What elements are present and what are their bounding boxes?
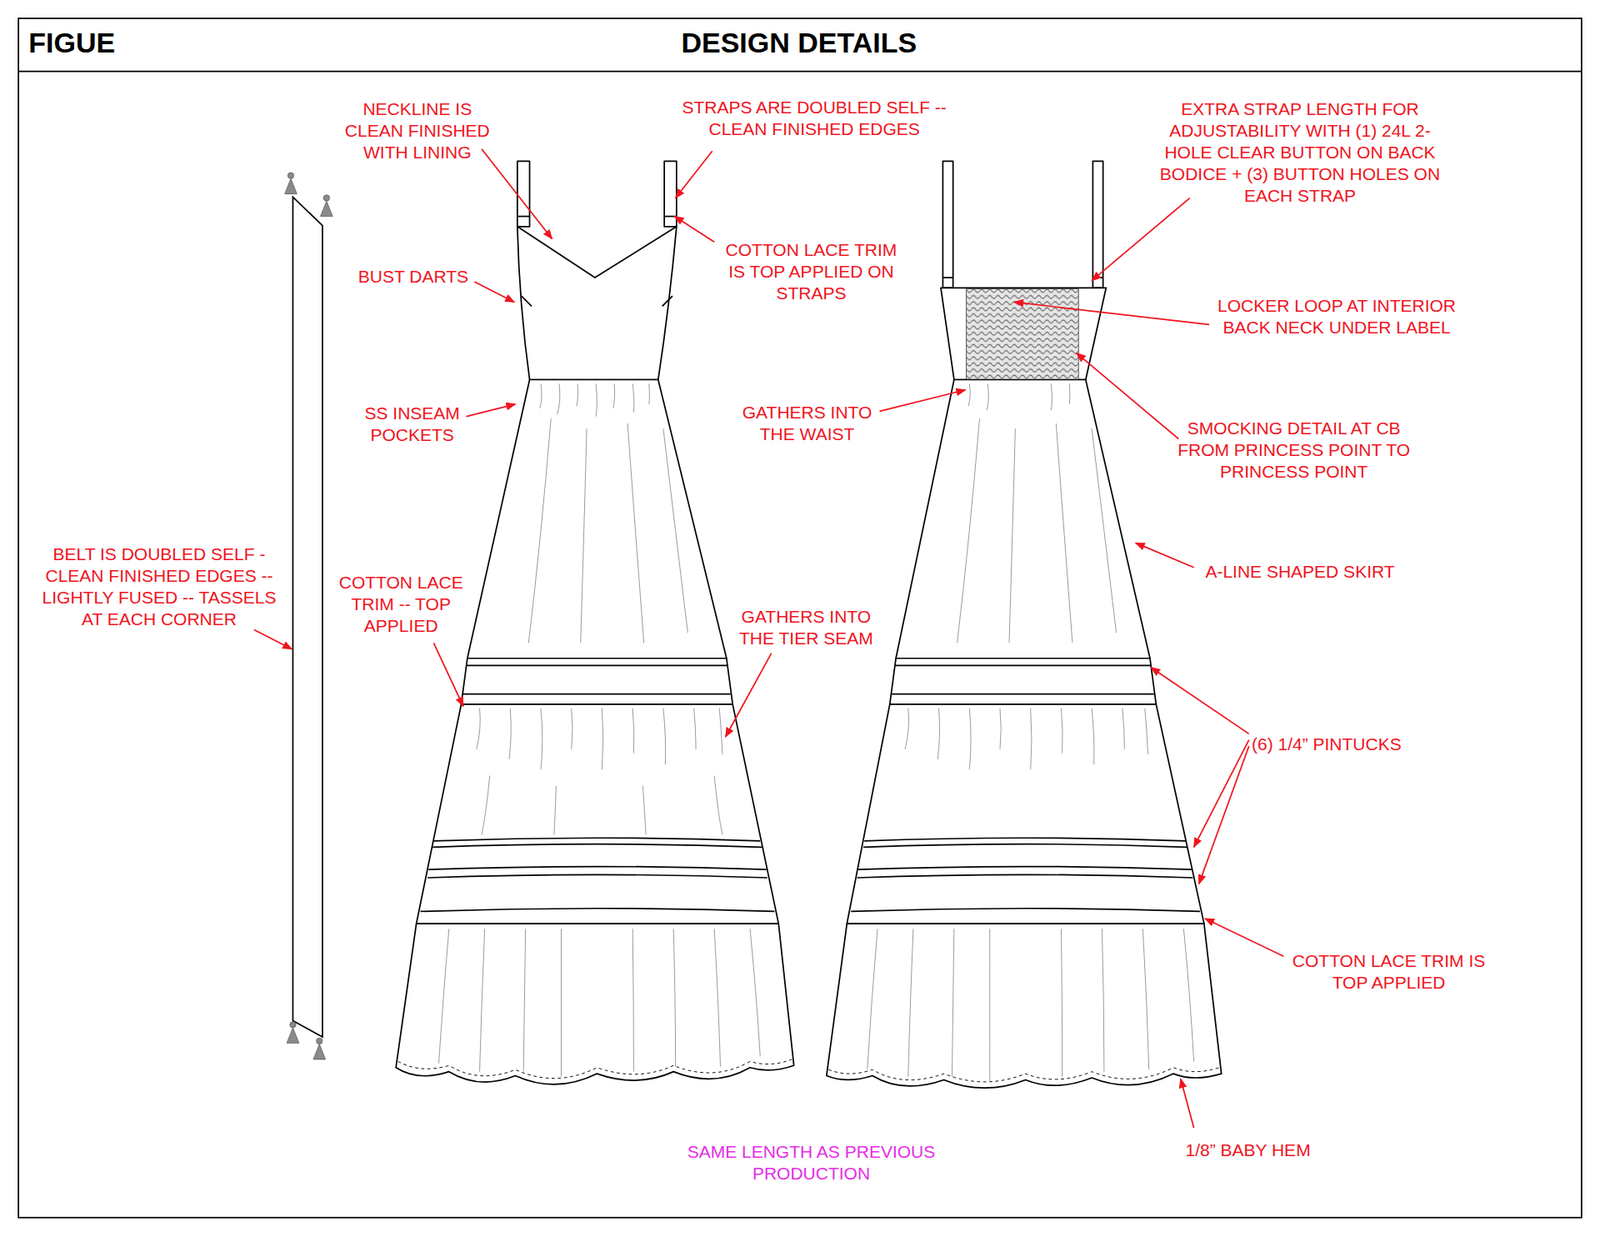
callout-note: A-LINE SHAPED SKIRT xyxy=(1205,560,1395,583)
tassels xyxy=(285,172,334,1060)
callout-note: STRAPS ARE DOUBLED SELF -- CLEAN FINISHE… xyxy=(680,96,949,140)
callout-note: EXTRA STRAP LENGTH FOR ADJUSTABILITY WIT… xyxy=(1146,98,1453,207)
callout-note: SAME LENGTH AS PREVIOUS PRODUCTION xyxy=(678,1140,944,1185)
front-gathers xyxy=(439,383,761,1076)
callout-note: SS INSEAM POCKETS xyxy=(355,402,469,446)
callout-note: GATHERS INTO THE WAIST xyxy=(735,401,879,445)
callout-note: 1/8” BABY HEM xyxy=(1185,1139,1310,1161)
page-title: DESIGN DETAILS xyxy=(680,25,917,60)
callout-note: BELT IS DOUBLED SELF - CLEAN FINISHED ED… xyxy=(40,543,278,630)
front-dress xyxy=(395,160,795,1085)
header-rule xyxy=(18,70,1582,73)
callout-note: COTTON LACE TRIM IS TOP APPLIED ON STRAP… xyxy=(716,239,906,305)
callout-note: LOCKER LOOP AT INTERIOR BACK NECK UNDER … xyxy=(1209,295,1465,339)
callout-note: COTTON LACE TRIM -- TOP APPLIED xyxy=(331,571,471,637)
callout-note: GATHERS INTO THE TIER SEAM xyxy=(732,605,881,650)
callout-note: BUST DARTS xyxy=(358,265,469,288)
back-dress xyxy=(826,160,1222,1088)
callout-note: NECKLINE IS CLEAN FINISHED WITH LINING xyxy=(335,98,500,164)
brand-name: FIGUE xyxy=(28,25,115,60)
callout-note: SMOCKING DETAIL AT CB FROM PRINCESS POIN… xyxy=(1169,417,1420,483)
callout-note: COTTON LACE TRIM IS TOP APPLIED xyxy=(1284,950,1494,994)
page-border xyxy=(18,18,1582,1218)
leader-arrows xyxy=(254,149,1284,1128)
callout-note: (6) 1/4” PINTUCKS xyxy=(1251,733,1402,755)
back-gathers xyxy=(867,383,1195,1082)
belt-drawing xyxy=(292,196,323,1037)
